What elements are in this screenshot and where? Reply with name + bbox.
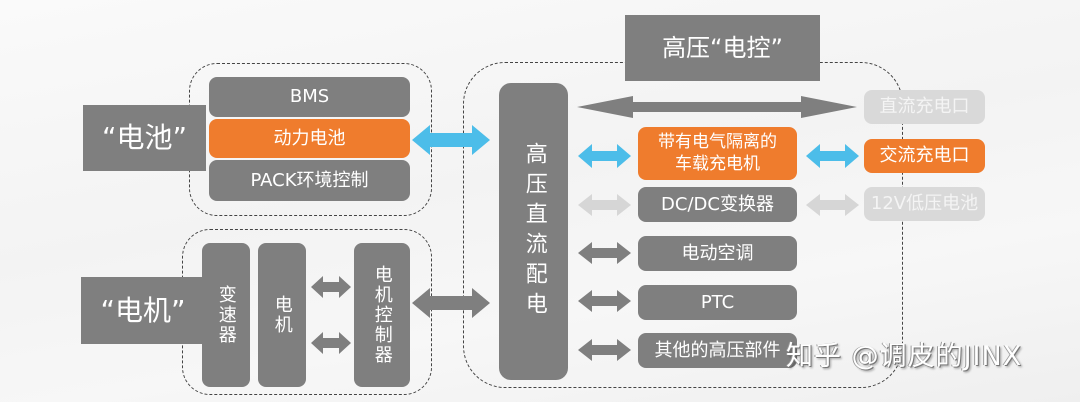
arrow-hv-to-onboard-charger [578,144,631,168]
arrow-hv-to-electric-ac [578,242,631,264]
arrow-hv-to-other-parts [578,339,631,361]
hv-component-other-hv-parts: 其他的高压部件 [638,333,797,368]
battery-item-power-battery: 动力电池 [209,119,410,158]
arrow-motor-to-controller-bottom [311,332,351,354]
battery-item-pack-env-control: PACK环境控制 [209,160,410,201]
arrow-motor-controller-to-hv [412,288,490,318]
hv-dc-distribution-box: 高压直流配电 [499,83,568,380]
motor-box: 电机 [258,243,306,387]
battery-title: “电池” [83,105,206,171]
arrow-charger-to-ac-port [806,144,859,168]
arrow-hv-to-ptc [578,290,631,312]
hv-component-electric-ac: 电动空调 [638,236,797,271]
watermark: 知乎 @调皮的JINX [786,341,1023,372]
external-ac-charge-port: 交流充电口 [864,139,985,173]
battery-item-bms: BMS [209,77,410,117]
external-dc-charge-port: 直流充电口 [864,90,985,124]
hv-component-dcdc: DC/DC变换器 [638,187,797,222]
hv-component-ptc: PTC [638,285,797,320]
arrow-hv-to-dc-charge-port [577,96,857,118]
arrow-hv-to-dcdc [578,194,631,216]
arrow-battery-to-hv [412,125,490,155]
motor-title: “电机” [81,277,205,344]
external-12v-battery: 12V低压电池 [864,187,985,221]
hv-component-onboard-charger: 带有电气隔离的车载充电机 [638,127,797,180]
gearbox-box: 变速器 [202,243,250,387]
arrow-dcdc-to-12v-battery [806,194,859,216]
arrow-motor-to-controller-top [311,276,351,298]
motor-controller-box: 电机控制器 [354,243,410,387]
hv-title: 高压“电控” [625,15,820,81]
